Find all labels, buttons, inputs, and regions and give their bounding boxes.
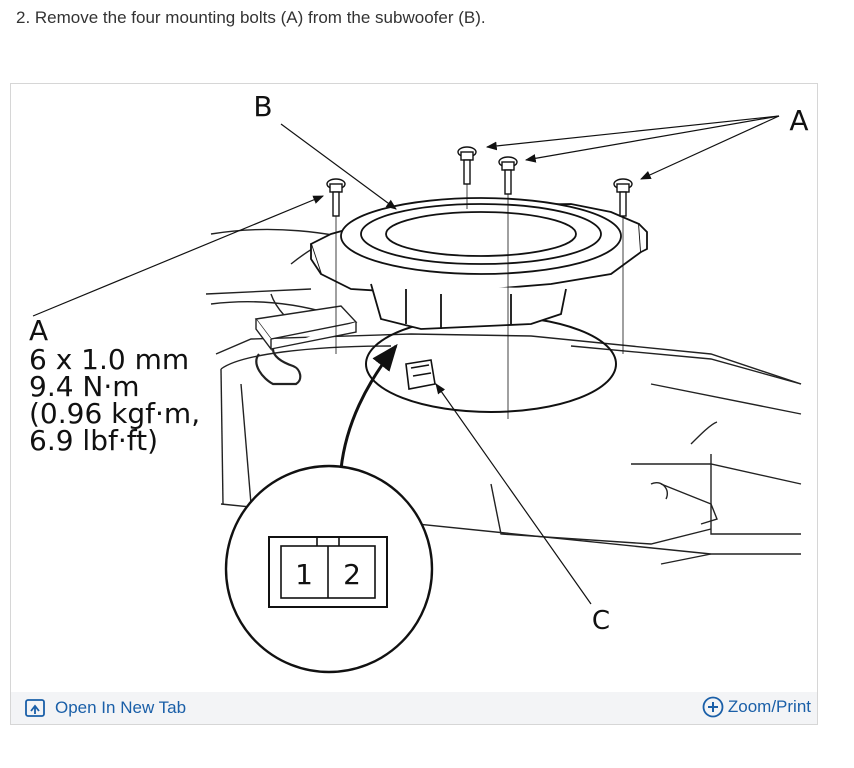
- spec-line-3: (0.96 kgf·m,: [29, 397, 200, 430]
- spec-line-2: 9.4 N·m: [29, 370, 140, 403]
- step-instruction: 2. Remove the four mounting bolts (A) fr…: [16, 8, 486, 27]
- open-in-new-tab-link[interactable]: Open In New Tab: [25, 698, 186, 718]
- figure-toolbar: Open In New Tab Zoom/Print: [11, 692, 817, 724]
- subwoofer-diagram: 1 2 A B C A 6 x 1.0 mm 9.4 N·m (0.96 kgf…: [29, 90, 809, 674]
- subwoofer: [309, 197, 648, 330]
- figure-container: 1 2 A B C A 6 x 1.0 mm 9.4 N·m (0.96 kgf…: [10, 83, 818, 725]
- label-c: C: [592, 606, 610, 636]
- spec-line-1: 6 x 1.0 mm: [29, 343, 189, 376]
- hook: [255, 348, 302, 386]
- speaker-connector: [405, 359, 436, 390]
- open-new-tab-icon: [25, 699, 45, 717]
- connector-pin-1: 1: [295, 558, 313, 591]
- bolt-2: [457, 146, 477, 209]
- connector-pin-2: 2: [343, 558, 361, 591]
- bolt-1: [326, 178, 346, 354]
- zoom-plus-icon: [702, 696, 724, 718]
- zoom-print-label: Zoom/Print: [727, 697, 811, 716]
- label-a-top: A: [789, 104, 808, 137]
- spec-line-4: 6.9 lbf·ft): [29, 424, 158, 457]
- zoom-print-link[interactable]: Zoom/Print: [702, 696, 811, 718]
- body-panel: [205, 228, 802, 565]
- zoom-arrow: [339, 343, 398, 470]
- speaker-opening: [365, 315, 617, 413]
- label-a-left: A: [29, 314, 48, 347]
- label-b: B: [253, 90, 272, 123]
- open-in-new-tab-label: Open In New Tab: [55, 698, 187, 717]
- connector-magnified: 1 2: [224, 464, 434, 674]
- bracket: [254, 305, 358, 352]
- bolt-4: [613, 178, 633, 354]
- bolt-3: [498, 156, 518, 419]
- leader-lines-a: [32, 115, 780, 605]
